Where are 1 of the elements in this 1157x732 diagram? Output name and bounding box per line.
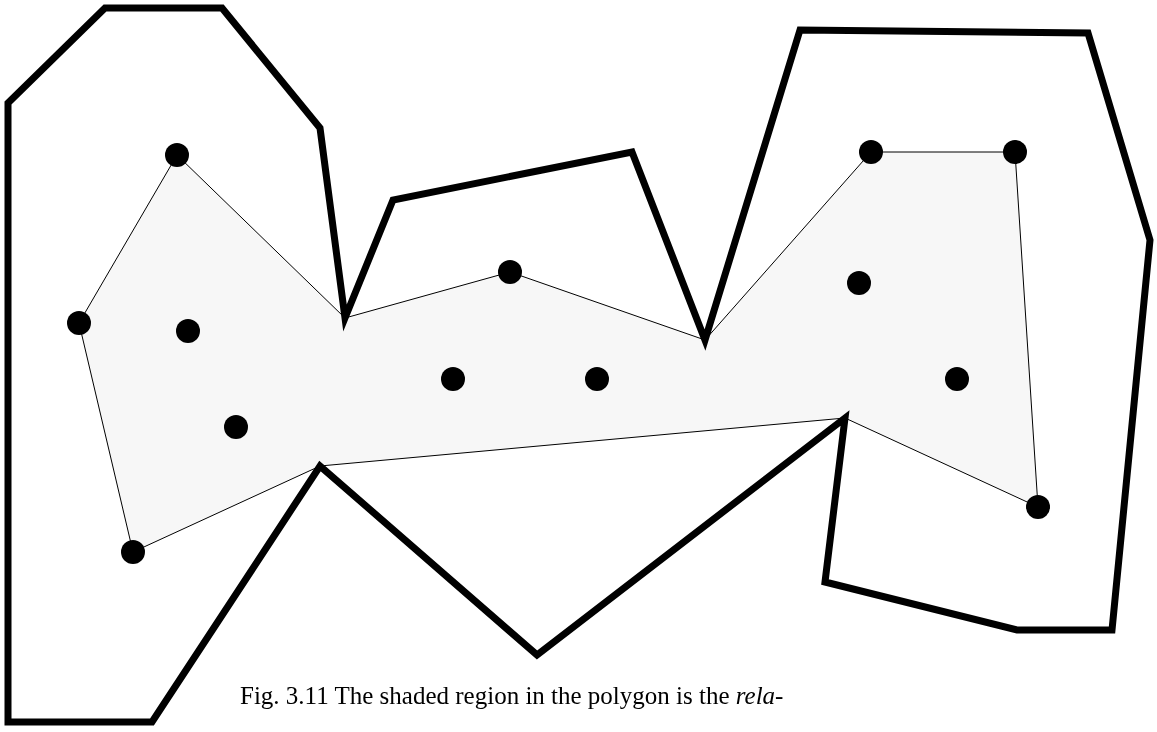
figure-caption: Fig. 3.11 The shaded region in the polygon is the rela-: [240, 682, 784, 710]
